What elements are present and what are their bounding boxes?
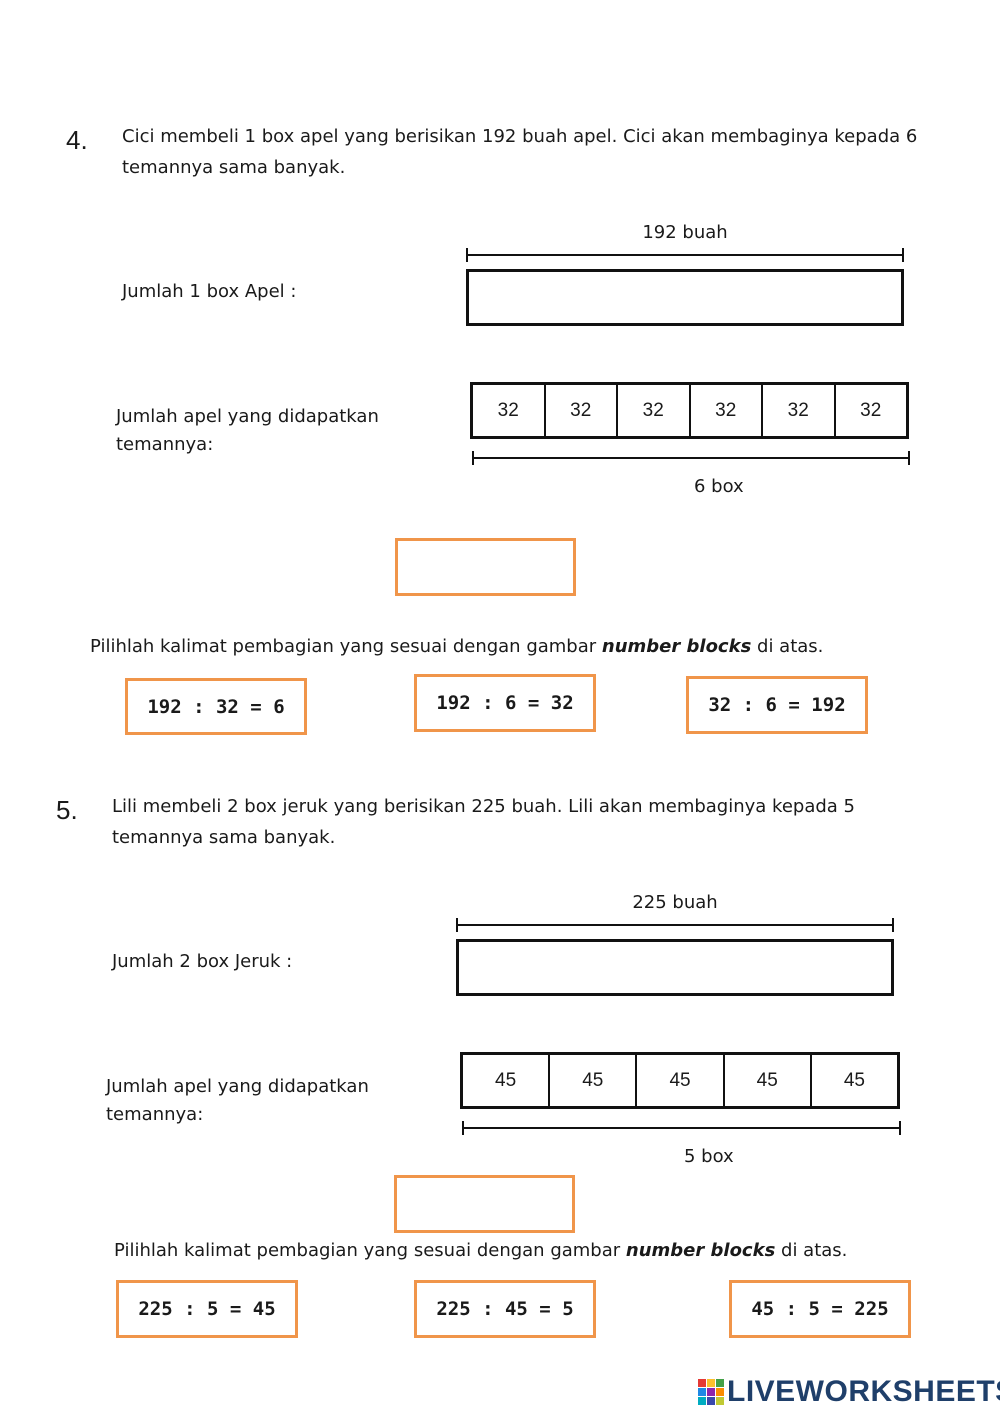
count-dimension-line (472, 451, 910, 465)
logo-square (707, 1388, 715, 1396)
choice-option-1[interactable]: 192 : 32 = 6 (125, 678, 307, 735)
number-block: 45 (843, 1069, 865, 1091)
count-label: 5 box (684, 1146, 734, 1167)
choice-option-2[interactable]: 192 : 6 = 32 (414, 674, 596, 732)
total-label: 225 buah (632, 892, 718, 913)
logo-grid-icon (698, 1379, 724, 1405)
instruction: Pilihlah kalimat pembagian yang sesuai d… (114, 1240, 847, 1261)
number-block: 32 (763, 385, 836, 436)
number-block: 45 (637, 1055, 725, 1106)
total-dimension-line (456, 918, 894, 932)
instruction-text-1: Pilihlah kalimat pembagian yang sesuai d… (90, 636, 602, 657)
total-dimension-line (466, 248, 904, 262)
instruction-text-2: di atas. (751, 636, 824, 657)
question-text: Cici membeli 1 box apel yang berisikan 1… (122, 126, 918, 178)
choice-option-3[interactable]: 45 : 5 = 225 (729, 1280, 911, 1338)
question-text: Lili membeli 2 box jeruk yang berisikan … (112, 796, 855, 848)
number-block: 32 (473, 385, 546, 436)
row1-label: Jumlah 2 box Jeruk : (112, 951, 293, 972)
question-number: 5. (56, 795, 78, 825)
total-bar (466, 269, 904, 326)
row1-label: Jumlah 1 box Apel : (122, 281, 297, 302)
number-block: 32 (691, 385, 763, 436)
logo-square (716, 1397, 724, 1405)
number-block: 32 (546, 385, 618, 436)
count-label: 6 box (694, 476, 744, 497)
instruction-text-2: di atas. (775, 1240, 848, 1261)
number-block: 32 (860, 399, 882, 421)
logo-square (716, 1388, 724, 1396)
row2-label: Jumlah apel yang didapatkan temannya: (106, 1076, 369, 1125)
choice-option-3[interactable]: 32 : 6 = 192 (686, 676, 868, 734)
total-bar (456, 939, 894, 996)
instruction: Pilihlah kalimat pembagian yang sesuai d… (90, 636, 823, 657)
number-block: 45 (463, 1055, 551, 1106)
logo-square (707, 1397, 715, 1405)
logo-text: LIVEWORKSHEETS (727, 1375, 1000, 1408)
logo-square (716, 1379, 724, 1387)
total-label: 192 buah (642, 222, 728, 243)
logo-square (707, 1379, 715, 1387)
count-dimension-line (462, 1121, 901, 1135)
row2-label: Jumlah apel yang didapatkan temannya: (116, 406, 379, 455)
logo-square (698, 1379, 706, 1387)
logo-square (698, 1397, 706, 1405)
answer-input[interactable] (395, 538, 576, 596)
liveworksheets-logo: LIVEWORKSHEETS (698, 1375, 1000, 1409)
instruction-bold: number blocks (601, 636, 752, 657)
logo-square (698, 1388, 706, 1396)
number-block: 45 (550, 1055, 638, 1106)
choice-option-2[interactable]: 225 : 45 = 5 (414, 1280, 596, 1338)
number-block: 45 (725, 1055, 812, 1106)
number-block: 32 (618, 385, 691, 436)
answer-input[interactable] (394, 1175, 575, 1233)
instruction-text-1: Pilihlah kalimat pembagian yang sesuai d… (114, 1240, 626, 1261)
instruction-bold: number blocks (625, 1240, 776, 1261)
choice-option-1[interactable]: 225 : 5 = 45 (116, 1280, 298, 1338)
question-number: 4. (66, 125, 88, 155)
